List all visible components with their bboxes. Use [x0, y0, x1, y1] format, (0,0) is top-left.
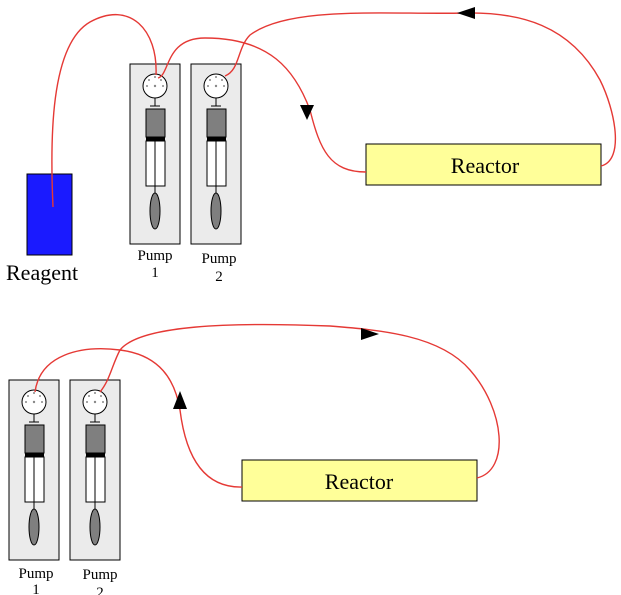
top-pump-1-label-line2: 1 — [151, 265, 159, 281]
top-flow-arrow-left — [457, 7, 475, 19]
top-reactor-label: Reactor — [451, 153, 520, 178]
reagent-label: Reagent — [6, 260, 78, 285]
top-reactor[interactable] — [365, 143, 602, 186]
bottom-tube-reactor-to-pump2 — [99, 323, 500, 479]
bottom-reactor[interactable] — [241, 459, 478, 502]
bottom-tube-pump1-to-reactor — [34, 348, 243, 488]
bottom-pump-1[interactable] — [8, 379, 60, 561]
bottom-pump-1-label-line2: 1 — [32, 582, 40, 595]
bottom-flow-arrow-right — [361, 328, 379, 340]
top-tube-reactor-to-pump2 — [224, 12, 617, 167]
top-flow-arrow-down — [300, 105, 314, 120]
top-pump-2[interactable] — [190, 63, 242, 245]
bottom-pump-1-label-line1: Pump — [18, 566, 53, 582]
bottom-reactor-label: Reactor — [325, 469, 394, 494]
bottom-pump-2-label-line2: 2 — [96, 585, 104, 595]
top-pump-2-label-line2: 2 — [215, 269, 223, 285]
top-pump-1[interactable] — [129, 63, 181, 245]
top-system: Reagent Pump 1 Pump 2 Reactor — [6, 7, 617, 285]
bottom-pump-2-label-line1: Pump — [82, 567, 117, 583]
top-tube-pump1-to-reactor — [157, 37, 367, 173]
bottom-flow-arrow-up — [173, 391, 187, 409]
bottom-system: Pump 1 Pump 2 Reactor — [8, 323, 500, 595]
top-tube-reagent-to-pump1 — [51, 13, 157, 208]
bottom-pump-2[interactable] — [69, 379, 121, 561]
reagent-bottle — [26, 173, 73, 256]
top-pump-2-label-line1: Pump — [201, 251, 236, 267]
top-pump-1-label-line1: Pump — [137, 248, 172, 264]
